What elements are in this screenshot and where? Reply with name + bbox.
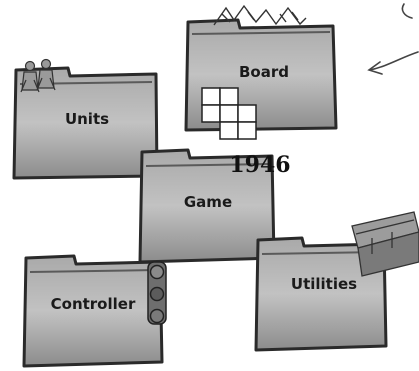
controller-folder[interactable]: Controller — [24, 256, 162, 366]
controller-label: Controller — [51, 295, 136, 313]
game-label: Game — [184, 193, 232, 211]
year-label: 1946 — [229, 152, 290, 178]
units-label: Units — [65, 110, 109, 128]
controller-buttons-icon — [148, 262, 166, 324]
utilities-label: Utilities — [291, 275, 357, 293]
arrow-annotation — [369, 4, 418, 74]
toolbox-icon — [352, 212, 419, 276]
board-label: Board — [239, 63, 289, 81]
